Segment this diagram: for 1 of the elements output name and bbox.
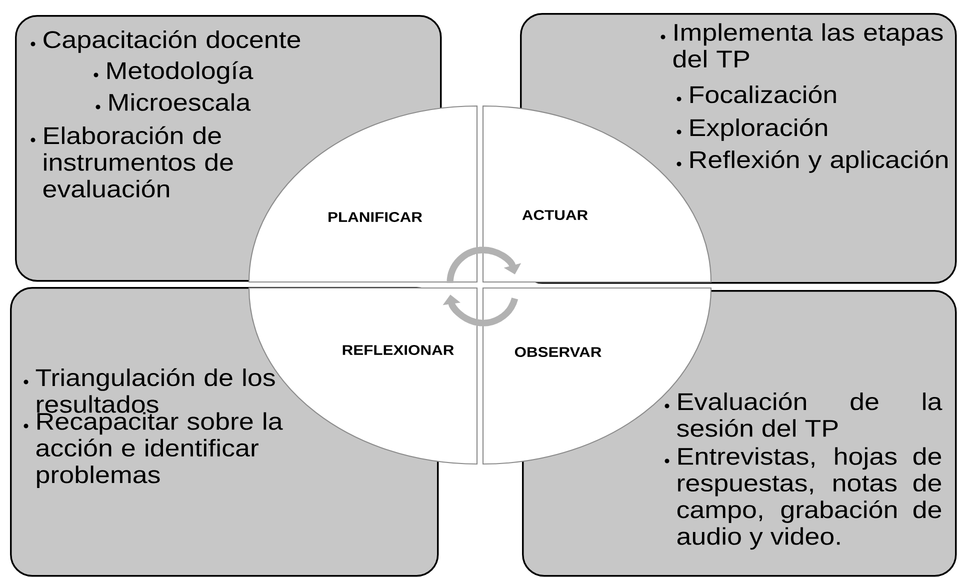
cycle-arrow [446, 246, 522, 284]
